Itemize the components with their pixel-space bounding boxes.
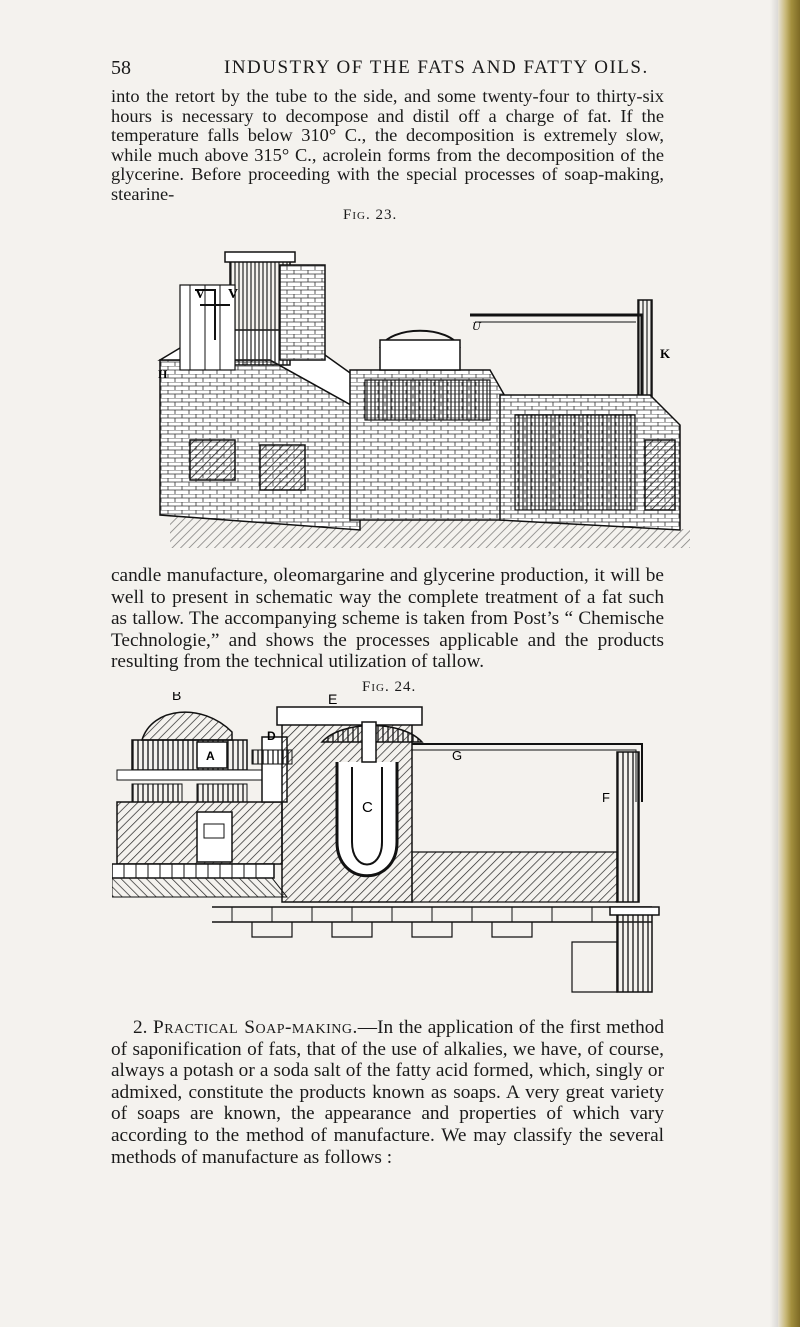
label-d: D [267, 729, 276, 743]
label-v-right: V [228, 287, 238, 302]
section-body: —In the application of the first method … [111, 1017, 664, 1168]
figure-24-illustration: B E A D C F G [112, 692, 664, 1010]
page-number: 58 [111, 57, 131, 79]
label-a: A [206, 749, 215, 763]
label-c: C [362, 799, 373, 816]
paragraph-soap-making: 2. Practical Soap-making.—In the applica… [111, 1017, 664, 1168]
paragraph-scheme: candle manufacture, oleomargarine and gl… [111, 565, 664, 673]
label-h: H [158, 367, 168, 381]
paragraph-text: into the retort by the tube to the side,… [111, 86, 664, 204]
label-v-left: V [195, 287, 205, 302]
running-head: INDUSTRY OF THE FATS AND FATTY OILS. [224, 57, 649, 78]
label-b: B [172, 692, 181, 703]
section-heading: Practical Soap-making. [153, 1017, 358, 1038]
page-header: 58 INDUSTRY OF THE FATS AND FATTY OILS. [111, 57, 656, 85]
label-e: E [328, 692, 337, 707]
section-number: 2. [133, 1017, 148, 1038]
label-k: K [660, 346, 671, 361]
page-shadow [770, 0, 778, 1327]
figure-23-caption: Fig. 23. [343, 207, 398, 223]
page-edge [778, 0, 800, 1327]
label-g: G [452, 748, 462, 763]
figure-24-caption: Fig. 24. [362, 679, 417, 695]
paragraph-text: 2. Practical Soap-making.—In the applica… [111, 1017, 664, 1168]
paragraph-retort: into the retort by the tube to the side,… [111, 86, 664, 205]
label-f: F [602, 790, 610, 805]
paragraph-text: candle manufacture, oleomargarine and gl… [111, 565, 664, 673]
label-u: U [472, 319, 482, 333]
figure-23-illustration: V V U K H [150, 230, 692, 562]
